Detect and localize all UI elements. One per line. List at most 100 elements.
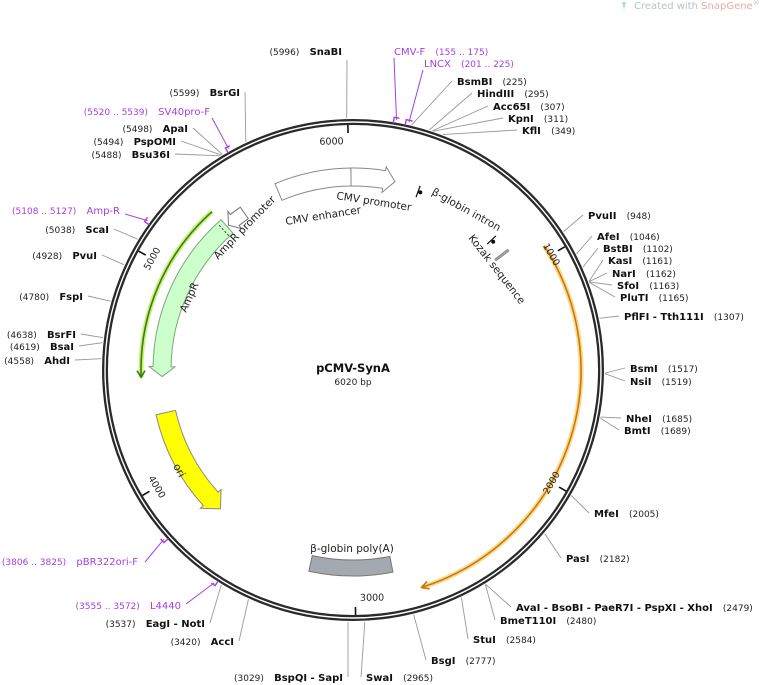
tick-mark <box>138 250 147 256</box>
restriction-site-bsgi[interactable]: BsgI (2777) <box>431 649 496 668</box>
restriction-site-kasi[interactable]: KasI (1161) <box>608 249 672 268</box>
tick-label: 4000 <box>145 474 167 500</box>
site-name: KpnI <box>508 114 534 125</box>
site-leader-line <box>544 533 562 559</box>
restriction-site-acci[interactable]: (3420) AccI <box>171 630 234 649</box>
site-name: SnaBI <box>310 47 342 58</box>
intron-boundary-mark <box>491 239 496 244</box>
restriction-site-bsrgi[interactable]: (5599) BsrGI <box>169 81 240 100</box>
site-position: (1165) <box>659 294 689 304</box>
primer-binding-mark[interactable] <box>210 580 219 587</box>
tick-label: 1000 <box>540 242 562 268</box>
primer-pbr322ori-f[interactable]: (3806 .. 3825) pBR322ori-F <box>2 550 138 569</box>
site-leader-line <box>600 416 622 419</box>
restriction-site-sfoi[interactable]: SfoI (1163) <box>617 274 679 293</box>
restriction-site-bsmbi[interactable]: BsmBI (225) <box>457 70 527 89</box>
restriction-site-scai[interactable]: (5038) ScaI <box>45 218 109 237</box>
restriction-site-pflfi-tth111i[interactable]: PflFI - Tth111I (1307) <box>624 305 744 324</box>
site-name: BsrGI <box>210 88 240 99</box>
site-leader-line <box>589 282 616 298</box>
site-leader-line <box>600 417 620 431</box>
restriction-site-nari[interactable]: NarI (1162) <box>612 262 676 281</box>
restriction-site-kfli[interactable]: KflI (349) <box>522 119 575 138</box>
site-name: BsaI <box>50 342 74 353</box>
orf-line[interactable] <box>421 245 582 589</box>
restriction-site-kpni[interactable]: KpnI (311) <box>508 107 568 126</box>
site-name: NarI <box>612 269 636 280</box>
site-leader-line <box>588 272 608 283</box>
restriction-site-fspi[interactable]: (4780) FspI <box>19 285 83 304</box>
feature-ori[interactable] <box>155 409 222 510</box>
restriction-site-afei[interactable]: AfeI (1046) <box>597 225 660 244</box>
restriction-site-pvui[interactable]: (4928) PvuI <box>32 244 97 263</box>
restriction-site-nsii[interactable]: NsiI (1519) <box>630 370 692 389</box>
restriction-site-hindiii[interactable]: HindIII (295) <box>477 82 549 101</box>
restriction-site-eagi-noti[interactable]: (3537) EagI - NotI <box>106 612 205 631</box>
tick-label: 3000 <box>360 593 384 604</box>
restriction-site-pluti[interactable]: PluTI (1165) <box>620 286 689 305</box>
site-name: NsiI <box>630 377 651 388</box>
primer-sv40pro-f[interactable]: (5520 .. 5539) SV40pro-F <box>84 100 211 119</box>
site-position: (2480) <box>566 617 596 627</box>
site-position: (948) <box>627 212 651 222</box>
site-name: BstBI <box>603 244 633 255</box>
restriction-site-mfei[interactable]: MfeI (2005) <box>594 502 659 521</box>
site-position: (1102) <box>643 245 673 255</box>
intron-boundary-mark[interactable] <box>415 185 421 198</box>
watermark: Created with SnapGene® <box>622 0 760 12</box>
primer-binding-mark[interactable] <box>392 116 400 124</box>
orf-line[interactable] <box>140 211 213 378</box>
restriction-site-bsmi[interactable]: BsmI (1517) <box>630 357 698 376</box>
primer-lncx[interactable]: LNCX (201 .. 225) <box>424 52 514 71</box>
restriction-site-ahdi[interactable]: (4558) AhdI <box>4 349 70 368</box>
restriction-site-bmti[interactable]: BmtI (1689) <box>624 419 691 438</box>
feature-beta-globin-polya[interactable] <box>308 554 394 577</box>
primer-range: (155 .. 175) <box>435 48 488 58</box>
site-name: SfoI <box>617 281 639 292</box>
restriction-site-pvuii[interactable]: PvuII (948) <box>588 204 651 223</box>
site-name: PspOMI <box>134 137 176 148</box>
watermark-mark: ® <box>753 0 760 7</box>
site-name: AccI <box>211 637 234 648</box>
primer-binding-mark[interactable] <box>224 144 231 154</box>
primer-binding-mark[interactable] <box>143 216 150 226</box>
restriction-site-bsu36i[interactable]: (5488) Bsu36I <box>92 143 170 162</box>
plasmid-name: pCMV-SynA <box>316 361 390 375</box>
site-position: (225) <box>503 78 527 88</box>
restriction-site-snabi[interactable]: (5996) SnaBI <box>269 40 342 59</box>
primer-binding-mark[interactable] <box>160 538 169 544</box>
primer-l4440[interactable]: (3555 .. 3572) L4440 <box>76 594 181 613</box>
site-name: BspQI - SapI <box>274 673 343 684</box>
restriction-site-pspomi[interactable]: (5494) PspOMI <box>93 130 176 149</box>
feature-ampr-promoter[interactable] <box>227 206 249 230</box>
restriction-site-bstbi[interactable]: BstBI (1102) <box>603 237 673 256</box>
restriction-site-stui[interactable]: StuI (2584) <box>473 628 536 647</box>
watermark-prefix: Created with <box>634 1 701 12</box>
feature-kozak-sequence[interactable] <box>494 248 510 262</box>
primer-range: (5520 .. 5539) <box>84 108 148 118</box>
site-leader-line <box>209 584 222 624</box>
feature-cmv-promoter[interactable] <box>350 165 396 194</box>
restriction-site-bsrfi[interactable]: (4638) BsrFI <box>7 323 76 342</box>
site-leader-line <box>238 599 249 642</box>
intron-boundary-mark[interactable] <box>486 235 497 245</box>
restriction-site-apai[interactable]: (5498) ApaI <box>123 117 188 136</box>
restriction-site-bspqi-sapi[interactable]: (3029) BspQI - SapI <box>234 666 343 685</box>
site-position: (5494) <box>93 138 123 148</box>
site-position: (5038) <box>45 226 75 236</box>
primer-binding-mark[interactable] <box>404 118 413 126</box>
feature-ampr[interactable] <box>147 218 234 378</box>
site-name: BmtI <box>624 426 651 437</box>
tick-label: 6000 <box>319 136 343 148</box>
restriction-site-pasi[interactable]: PasI (2182) <box>566 547 630 566</box>
restriction-site-bsai[interactable]: (4619) BsaI <box>10 335 74 354</box>
primer-amp-r[interactable]: (5108 .. 5127) Amp-R <box>12 199 120 218</box>
restriction-site-avai-bsobi-paer7i-pspxi-xhoi[interactable]: AvaI - BsoBI - PaeR7I - PspXI - XhoI (24… <box>516 596 753 615</box>
restriction-site-swai[interactable]: SwaI (2965) <box>366 666 433 685</box>
restriction-site-nhei[interactable]: NheI (1685) <box>626 407 692 426</box>
restriction-site-bmet110i[interactable]: BmeT110I (2480) <box>500 609 596 628</box>
primer-cmv-f[interactable]: CMV-F (155 .. 175) <box>394 40 488 59</box>
site-name: NheI <box>626 414 652 425</box>
restriction-site-acc65i[interactable]: Acc65I (307) <box>493 95 565 114</box>
primer-name: pBR322ori-F <box>76 557 138 568</box>
